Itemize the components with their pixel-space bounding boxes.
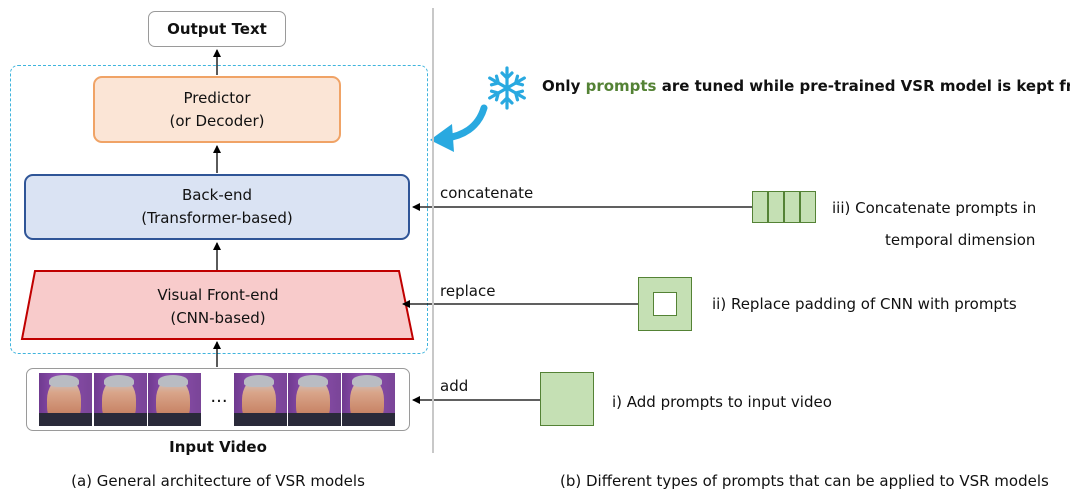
video-frame bbox=[234, 373, 287, 426]
video-frame bbox=[148, 373, 201, 426]
replace-label: replace bbox=[440, 282, 496, 300]
frontend-sublabel: (CNN-based) bbox=[170, 309, 266, 327]
frozen-note-prefix: Only bbox=[542, 77, 586, 95]
input-video-strip bbox=[26, 368, 410, 431]
caption-b: (b) Different types of prompts that can … bbox=[560, 472, 1049, 490]
step2-text: ii) Replace padding of CNN with prompts bbox=[712, 295, 1017, 313]
frozen-note: Only prompts are tuned while pre-trained… bbox=[542, 77, 1070, 95]
predictor-sublabel: (or Decoder) bbox=[169, 111, 265, 130]
backend-box: Back-end (Transformer-based) bbox=[24, 174, 410, 240]
frozen-model-boundary bbox=[10, 65, 428, 354]
step1-text: i) Add prompts to input video bbox=[612, 393, 832, 411]
add-label: add bbox=[440, 377, 469, 395]
caption-a: (a) General architecture of VSR models bbox=[71, 472, 365, 490]
predictor-box: Predictor (or Decoder) bbox=[93, 76, 341, 143]
frontend-label: Visual Front-end bbox=[157, 286, 279, 304]
frozen-note-suffix: are tuned while pre-trained VSR model is… bbox=[656, 77, 1070, 95]
frontend-box: Visual Front-end (CNN-based) bbox=[22, 275, 414, 339]
curved-arrow-icon bbox=[430, 104, 488, 152]
additive-prompt-block bbox=[540, 372, 594, 426]
output-text-box: Output Text bbox=[148, 11, 286, 47]
video-frame bbox=[39, 373, 92, 426]
backend-sublabel: (Transformer-based) bbox=[141, 209, 293, 227]
cnn-input-center bbox=[653, 292, 677, 316]
output-text-label: Output Text bbox=[167, 19, 267, 38]
snowflake-icon bbox=[488, 66, 526, 110]
panel-divider bbox=[432, 8, 434, 453]
video-frame bbox=[342, 373, 395, 426]
temporal-prompt-token bbox=[768, 191, 784, 223]
input-video-label: Input Video bbox=[169, 438, 267, 456]
temporal-prompt-token bbox=[784, 191, 800, 223]
temporal-prompt-token bbox=[800, 191, 816, 223]
step3-text: iii) Concatenate prompts in bbox=[832, 199, 1037, 217]
concatenate-label: concatenate bbox=[440, 184, 534, 202]
frames-ellipsis: ... bbox=[210, 386, 228, 407]
video-frame bbox=[288, 373, 341, 426]
step3-text-cont: temporal dimension bbox=[885, 231, 1036, 249]
predictor-label: Predictor bbox=[183, 88, 251, 107]
temporal-prompt-token bbox=[752, 191, 768, 223]
frontend-trapezoid bbox=[20, 270, 415, 340]
frozen-note-highlight: prompts bbox=[585, 77, 657, 95]
video-frame bbox=[94, 373, 147, 426]
backend-label: Back-end bbox=[181, 186, 253, 204]
